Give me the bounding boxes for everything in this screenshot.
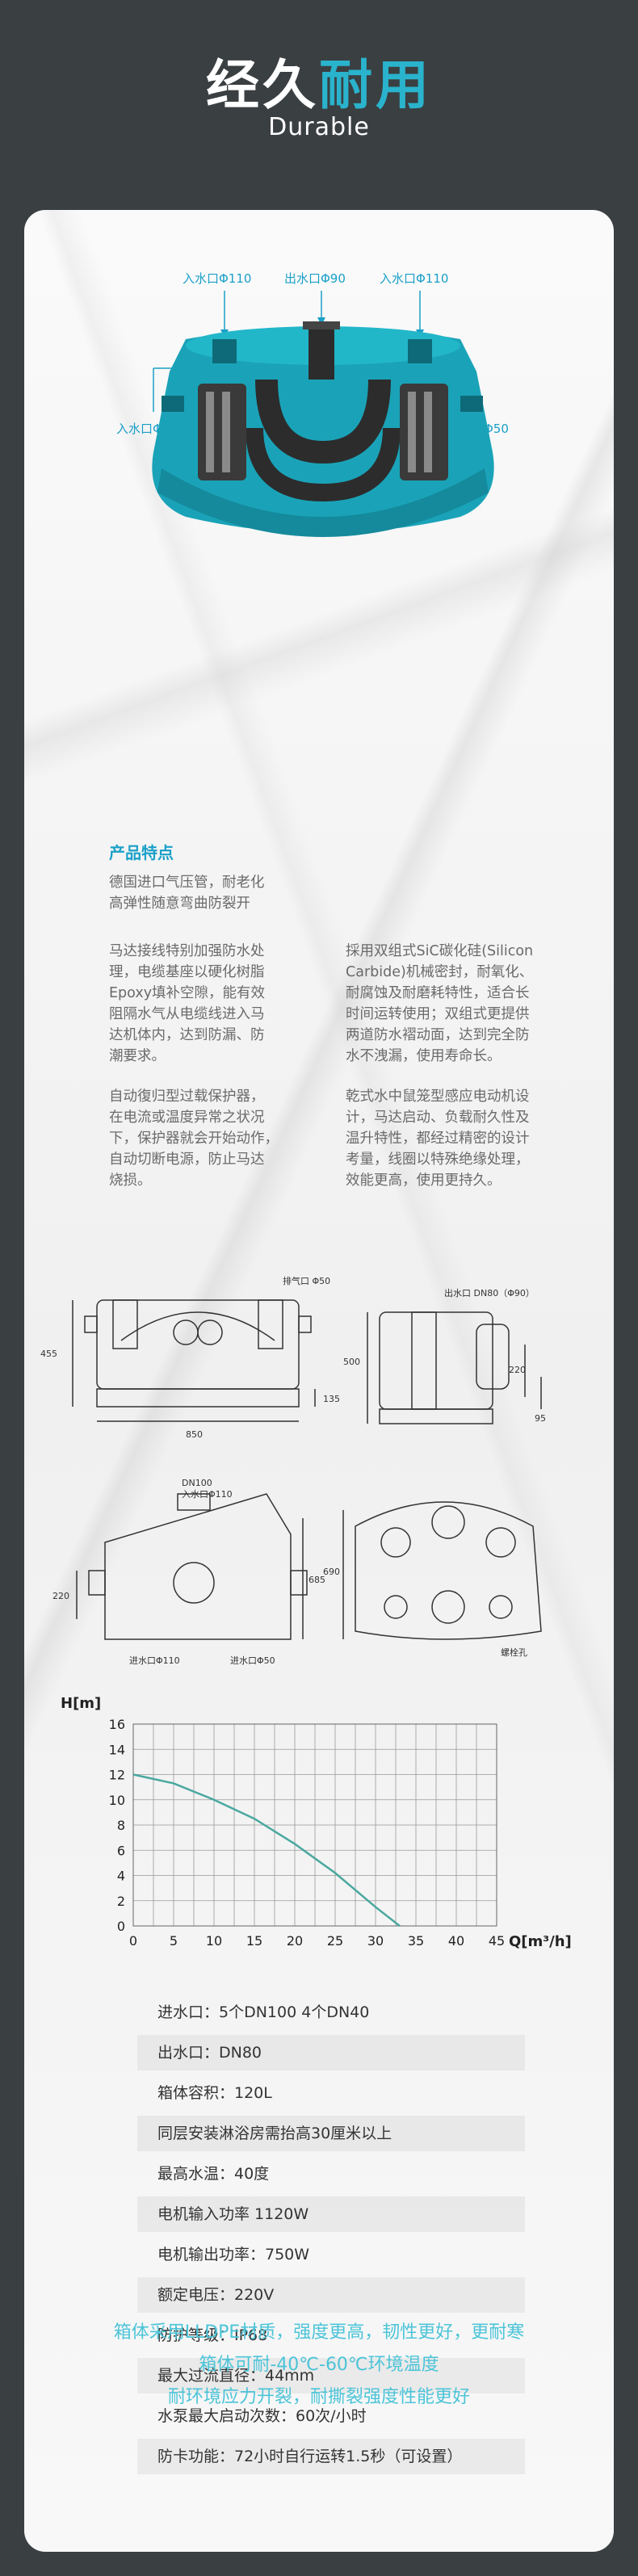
spec-row: 防卡功能：72小时自行运转1.5秒（可设置） [137,2439,525,2474]
page-subtitle: Durable [268,113,370,141]
text-line: 下，保护器就会开始动作， [109,1131,279,1147]
text-line: 效能更高，使用更持久。 [346,1173,502,1189]
text-line: 乾式水中鼠笼型感应电动机设 [346,1089,530,1105]
dim-95: 95 [535,1413,546,1424]
dim-220b: 220 [52,1591,69,1601]
text-line: 达机体内，达到防漏、防 [109,1027,265,1043]
x-tick-label: 15 [246,1933,262,1949]
inlet-50-label: 进水口Φ50 [230,1655,275,1666]
spec-row: 最大过流直径：44mm [137,2358,525,2393]
spec-row: 防护等级：IP68 [157,2326,268,2344]
footer-line-2: 箱体可耐-40℃-60℃环境温度 [199,2355,439,2375]
outlet-label: 出水口 DN80（Φ90） [444,1287,535,1298]
label-outlet-top: 出水口Φ90 [284,271,346,286]
x-tick-label: 25 [327,1933,343,1949]
text-line: 时间运转使用；双组式更提供 [346,1006,530,1022]
intro-line: 高弹性随意弯曲防裂开 [109,896,250,912]
text-line: Carbide)机械密封，耐氧化、 [346,964,534,980]
text-line: 计，马达启动、负载耐久性及 [346,1110,530,1126]
dim-685: 685 [309,1575,325,1585]
spec-row: 箱体容积：120L [157,2084,272,2102]
dim-455: 455 [40,1349,57,1359]
dim-220: 220 [509,1365,526,1375]
pump-tank-graphic [152,291,494,537]
dim-690: 690 [323,1567,340,1577]
dim-135: 135 [323,1394,340,1404]
label-inlet-left-top: 入水口Φ110 [183,271,252,286]
plot-frame [132,1723,497,1927]
x-tick-label: 10 [206,1933,222,1949]
text-line: 阻隔水气从电缆线进入马 [109,1006,265,1022]
header: 经久耐用 Durable [0,0,638,210]
text-line: 潮要求。 [109,1048,166,1064]
chart-xlabel: Q[m³/h] [509,1933,572,1950]
dn100-b: 入水口Φ110 [182,1489,233,1500]
text-line: 採用双组式SiC碳化硅(Silicon [346,943,534,959]
text-line: 水不洩漏，使用寿命长。 [346,1048,502,1064]
text-line: 考量，线圈以特殊绝缘处理， [346,1152,530,1168]
technical-drawings: 455 135 850 排气口 Φ50 出水口 DN80（Φ90） 500 22… [40,1275,546,1666]
x-tick-label: 35 [408,1933,424,1949]
spec-row: 进水口：5个DN100 4个DN40 [157,2003,370,2021]
y-tick-label: 4 [117,1869,125,1884]
y-tick-label: 0 [117,1919,125,1934]
text-line: 烧损。 [109,1173,152,1189]
bolt-label: 螺栓孔 [501,1647,527,1658]
y-tick-label: 8 [117,1818,125,1833]
performance-chart: H[m] Q[m³/h] 0 2 4 6 8 10 12 14 16 0 5 10 15 20 25 30 35… [61,1695,572,1950]
y-tick-label: 2 [117,1894,125,1909]
text-line: 自动切断电源，防止马达 [109,1152,265,1168]
dim-500: 500 [343,1357,360,1367]
dim-850: 850 [186,1429,203,1440]
spec-row: 同层安装淋浴房需抬高30厘米以上 [137,2116,525,2151]
intro-line: 德国进口气压管，耐老化 [109,875,265,891]
chart-series [132,1773,401,1927]
features-title: 产品特点 [109,843,174,862]
x-tick-label: 5 [170,1933,178,1949]
spec-row: 额定电压：220V [137,2277,525,2313]
label-inlet-right-top: 入水口Φ110 [380,271,449,286]
spec-row: 水泵最大启动次数：60次/小时 [157,2407,367,2425]
y-tick-label: 12 [109,1768,125,1783]
y-tick-label: 14 [109,1742,125,1757]
inlet-110-label: 进水口Φ110 [129,1655,180,1666]
title-main: 经久 [206,54,319,116]
chart-grid [132,1723,497,1927]
text-line: 温升特性，都经过精密的设计 [346,1131,530,1147]
spec-row: 最高水温：40度 [157,2165,270,2183]
text-line: 自动復归型过载保护器， [109,1089,265,1105]
x-tick-label: 40 [448,1933,464,1949]
spec-row: 出水口：DN80 [137,2035,525,2070]
text-line: 理，电缆基座以硬化树脂 [109,964,265,980]
page-title: 经久耐用 [0,42,638,120]
x-tick-label: 0 [129,1933,137,1949]
x-tick-label: 30 [367,1933,384,1949]
y-tick-label: 6 [117,1843,125,1858]
spec-row: 电机输入功率 1120W [137,2196,525,2232]
text-line: 两道防水褶动面，达到完全防 [346,1027,530,1043]
dn100-a: DN100 [182,1478,212,1488]
footer-line-1: 箱体采用LLDPE材质，强度更高，韧性更好，更耐寒 [113,2322,525,2343]
text-line: 在电流或温度异常之状况 [109,1110,265,1126]
x-tick-label: 20 [287,1933,303,1949]
chart-ticks: 0 2 4 6 8 10 12 14 16 0 5 10 15 20 25 30 35 40 45 [109,1717,506,1949]
y-tick-label: 16 [109,1717,125,1732]
text-line: 马达接线特别加强防水处 [109,943,265,959]
title-accent: 耐用 [319,54,432,116]
y-tick-label: 10 [109,1793,125,1808]
text-line: 耐腐蚀及耐磨耗特性，适合长 [346,985,530,1001]
text-line: Epoxy填补空隙，能有效 [109,985,266,1001]
vent-label: 排气口 Φ50 [283,1275,330,1286]
chart-ylabel: H[m] [61,1695,101,1712]
x-tick-label: 45 [489,1933,505,1949]
footer-line-3: 耐环境应力开裂，耐撕裂强度性能更好 [167,2387,470,2407]
performance-curve [132,1773,401,1927]
spec-row: 电机输出功率：750W [157,2246,310,2263]
